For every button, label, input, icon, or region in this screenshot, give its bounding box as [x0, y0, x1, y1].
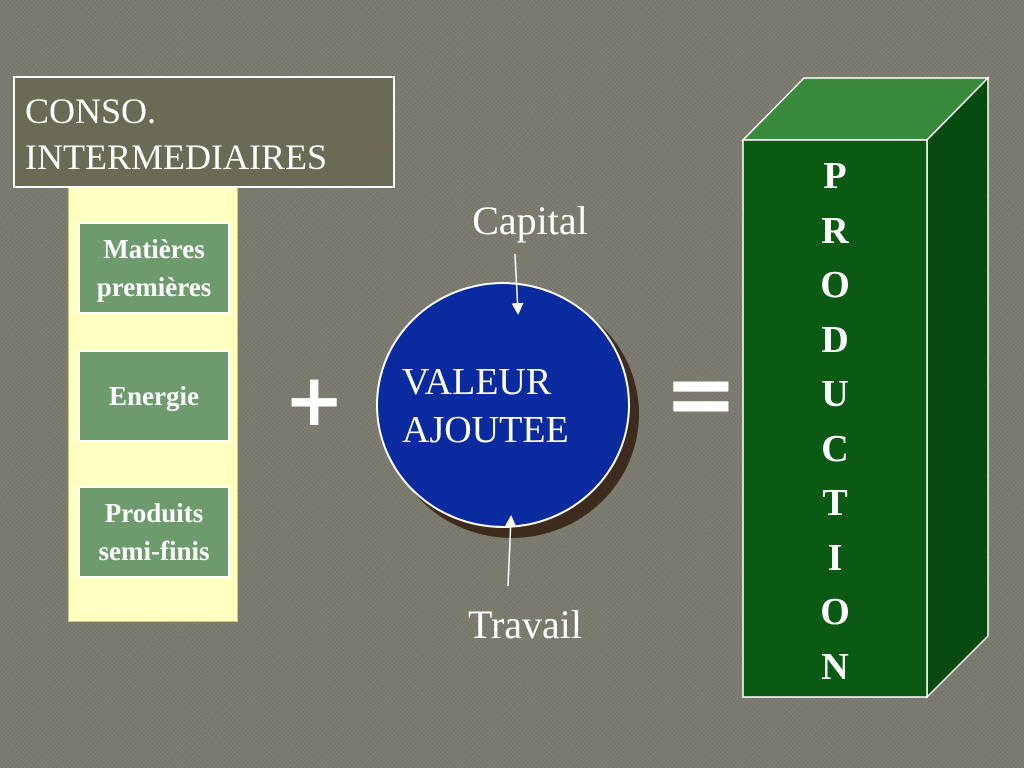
value-added-circle [376, 282, 630, 528]
production-letter-8: O [820, 591, 850, 633]
production-letter-4: U [821, 373, 849, 415]
labour-arrow [504, 515, 517, 587]
raw-materials-box: Matières premières [78, 222, 230, 314]
production-letter-6: T [822, 482, 848, 524]
prism-side-face [926, 76, 989, 699]
semi-finished-products-box: Produits semi-finis [78, 486, 230, 578]
capital-label: Capital [472, 198, 588, 243]
production-letter-0: P [823, 155, 847, 197]
production-letter-2: O [820, 264, 850, 306]
production-letter-5: C [821, 427, 849, 470]
energy-box: Energie [78, 350, 230, 442]
production-letter-1: R [821, 209, 849, 252]
prism-front-face [742, 139, 928, 698]
capital-arrow [511, 253, 524, 315]
production-letter-3: D [821, 318, 849, 361]
value-added-label: VALEUR AJOUTEE [402, 361, 569, 451]
labour-label: Travail [467, 602, 583, 647]
production-letter-7: I [827, 536, 843, 579]
intermediate-consumption-title: CONSO. INTERMEDIAIRES [13, 76, 395, 188]
production-letter-9: N [821, 645, 849, 688]
